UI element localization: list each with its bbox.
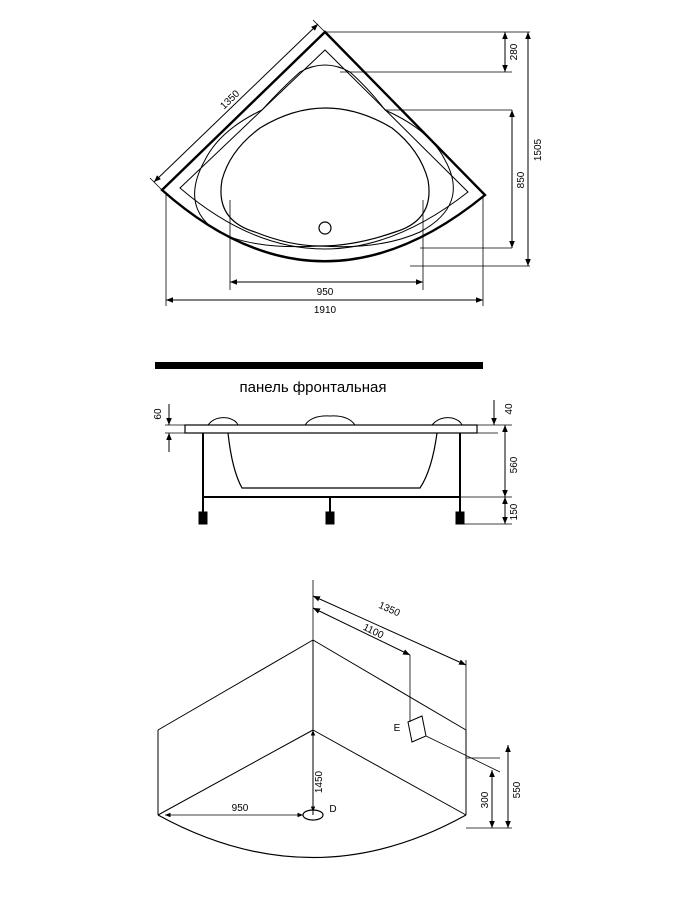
top-drain-icon [318,221,332,235]
front-rim [184,424,478,434]
wall-left-top [157,639,314,731]
install-dim-300: 300 [480,791,491,808]
front-basin [227,432,438,489]
wall-right-top [312,639,467,731]
front-dim-40: 40 [504,403,515,415]
top-dim-950: 950 [317,287,334,298]
tub-rim-outline [179,49,469,250]
front-dim-150: 150 [509,503,520,520]
outlet-e-icon [407,715,427,743]
install-dim-1100: 1100 [361,622,386,642]
install-dim-550: 550 [512,781,523,798]
drain-d-label: D [329,804,336,815]
front-headrest-mid [304,415,356,426]
top-dim-280: 280 [509,43,520,60]
front-headrest-left [207,417,239,426]
front-dim-560: 560 [509,456,520,473]
tub-footprint-arc [157,814,467,858]
top-dim-1505: 1505 [533,138,544,161]
front-dim-60: 60 [153,408,164,420]
install-dim-1450: 1450 [314,770,325,793]
top-dim-1910: 1910 [314,305,337,316]
install-dim-1350: 1350 [377,600,402,619]
front-view [155,362,512,525]
front-panel-bar [155,362,483,369]
top-view [149,19,531,306]
front-panel-caption: панель фронтальная [240,379,387,396]
top-dim-850: 850 [516,171,527,188]
front-headrest-right [431,417,463,426]
install-dim-950: 950 [232,803,249,814]
tub-basin-outline [220,107,430,247]
outlet-e-label: E [394,723,401,734]
installation-view [157,580,512,858]
